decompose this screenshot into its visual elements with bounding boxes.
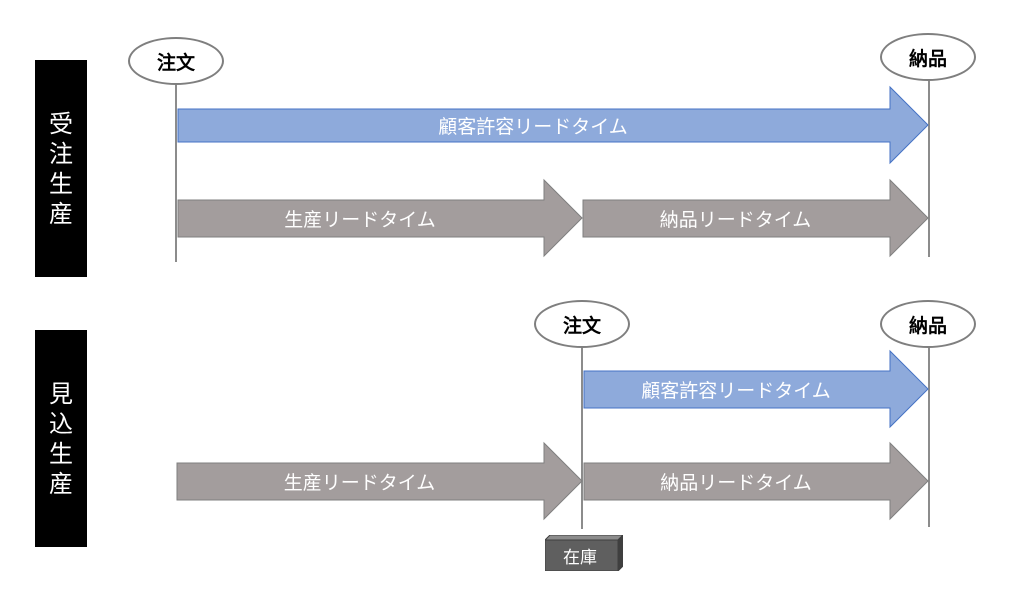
section-label-char: 生 [49, 169, 73, 198]
delivery-timeline-line [928, 347, 930, 527]
section-label-make-to-order: 受 注 生 産 [35, 60, 87, 277]
section-label-char: 受 [49, 109, 73, 138]
customer-lead-time-label: 顧客許容リードタイム [641, 379, 831, 402]
production-lead-time-arrow: 生産リードタイム [176, 441, 583, 521]
section-label-char: 注 [49, 139, 73, 168]
order-node-label: 注文 [156, 51, 195, 74]
section-label-char: 生 [49, 439, 73, 468]
order-timeline-line [175, 84, 177, 262]
order-timeline-line [581, 347, 583, 529]
production-lead-time-label: 生産リードタイム [284, 208, 436, 231]
delivery-lead-time-label: 納品リードタイム [660, 471, 812, 494]
delivery-node: 納品 [880, 300, 976, 348]
delivery-lead-time-label: 納品リードタイム [659, 208, 812, 231]
production-lead-time-label: 生産リードタイム [283, 471, 436, 494]
customer-lead-time-arrow: 顧客許容リードタイム [177, 85, 929, 165]
customer-lead-time-arrow: 顧客許容リードタイム [583, 349, 929, 429]
stock-label: 在庫 [563, 548, 597, 568]
production-lead-time-arrow: 生産リードタイム [177, 178, 583, 258]
order-node: 注文 [128, 37, 224, 85]
stock-box: 在庫 [545, 535, 623, 571]
section-label-char: 産 [49, 469, 73, 498]
section-label-char: 産 [49, 199, 73, 228]
customer-lead-time-label: 顧客許容リードタイム [438, 115, 628, 138]
delivery-node: 納品 [880, 33, 976, 81]
delivery-node-label: 納品 [908, 47, 947, 70]
order-node: 注文 [534, 300, 630, 348]
delivery-lead-time-arrow: 納品リードタイム [582, 178, 929, 258]
order-node-label: 注文 [562, 314, 601, 337]
delivery-timeline-line [928, 80, 930, 257]
section-label-char: 見 [49, 379, 73, 408]
delivery-node-label: 納品 [908, 314, 947, 337]
delivery-lead-time-arrow: 納品リードタイム [583, 441, 929, 521]
section-label-make-to-stock: 見 込 生 産 [35, 330, 87, 547]
section-label-char: 込 [49, 409, 73, 438]
